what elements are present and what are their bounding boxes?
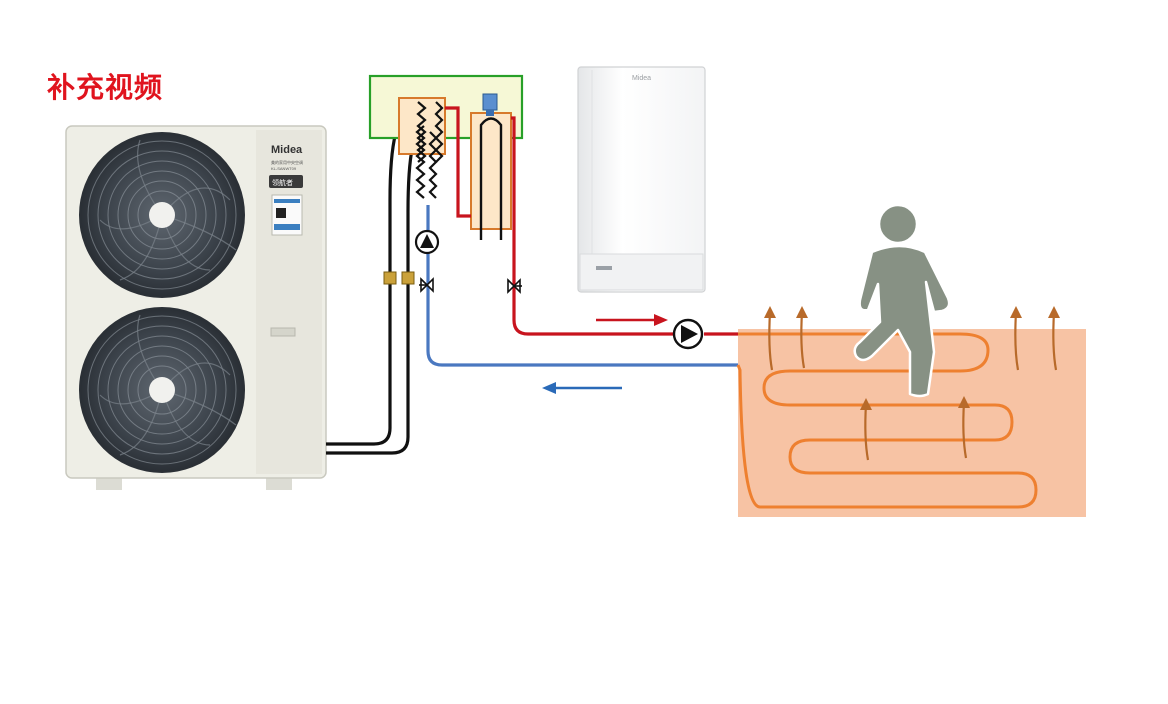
arrow-icon (596, 314, 668, 326)
buffer-tank (470, 112, 512, 230)
qr-code-icon (276, 208, 286, 218)
unit-handle (270, 327, 296, 337)
refrigerant-line-inner (326, 123, 427, 455)
valve-icon (507, 278, 522, 294)
wall-unit-indicator (596, 266, 612, 270)
wall-unit-bottom-panel (579, 253, 704, 291)
floor-heating-coil (736, 332, 1038, 509)
refrigerant-coil (415, 125, 426, 199)
unit-label-line-1: 美的家用中央空调 (271, 159, 303, 165)
arrow-head (764, 306, 776, 318)
water-coil (434, 101, 444, 163)
fan-icon (79, 307, 245, 473)
arrow-head (1048, 306, 1060, 318)
expansion-vessel-icon (482, 93, 498, 111)
refrigerant-fitting (401, 271, 415, 285)
outdoor-unit: Midea 美的家用中央空调 KL-SANWT09 领航者 (65, 125, 327, 490)
arrow-icon (542, 382, 622, 394)
person-icon (853, 203, 951, 398)
arrow-head (1010, 306, 1022, 318)
energy-label-footer (274, 224, 300, 230)
refrigerant-fitting (383, 271, 397, 285)
tank-coil (479, 117, 503, 240)
arrow-head (796, 306, 808, 318)
wall-unit-logo: Midea (632, 75, 651, 82)
hot-pipe-internal (445, 106, 471, 218)
unit-foot-left (96, 478, 122, 490)
refrigerant-line-outer (326, 110, 413, 446)
arrow-head (860, 398, 872, 410)
unit-badge-text: 领航者 (272, 178, 293, 187)
pump-icon (414, 229, 440, 255)
arrow-head (958, 396, 970, 408)
hot-supply-pipe (511, 116, 674, 336)
cold-return-pipe (426, 205, 738, 367)
energy-label-bar (274, 199, 300, 203)
unit-badge-bg (269, 175, 303, 188)
expansion-vessel-neck (486, 110, 494, 116)
unit-foot-right (266, 478, 292, 490)
water-coil-lower (428, 131, 438, 199)
valve-icon (419, 277, 434, 293)
brand-logo: Midea (271, 144, 303, 156)
fan-icon (79, 132, 245, 298)
unit-label-line-2: KL-SANWT09 (271, 166, 297, 171)
indoor-wall-unit: Midea (577, 66, 706, 293)
pump-icon (672, 318, 704, 350)
page-title: 补充视频 (47, 71, 164, 104)
